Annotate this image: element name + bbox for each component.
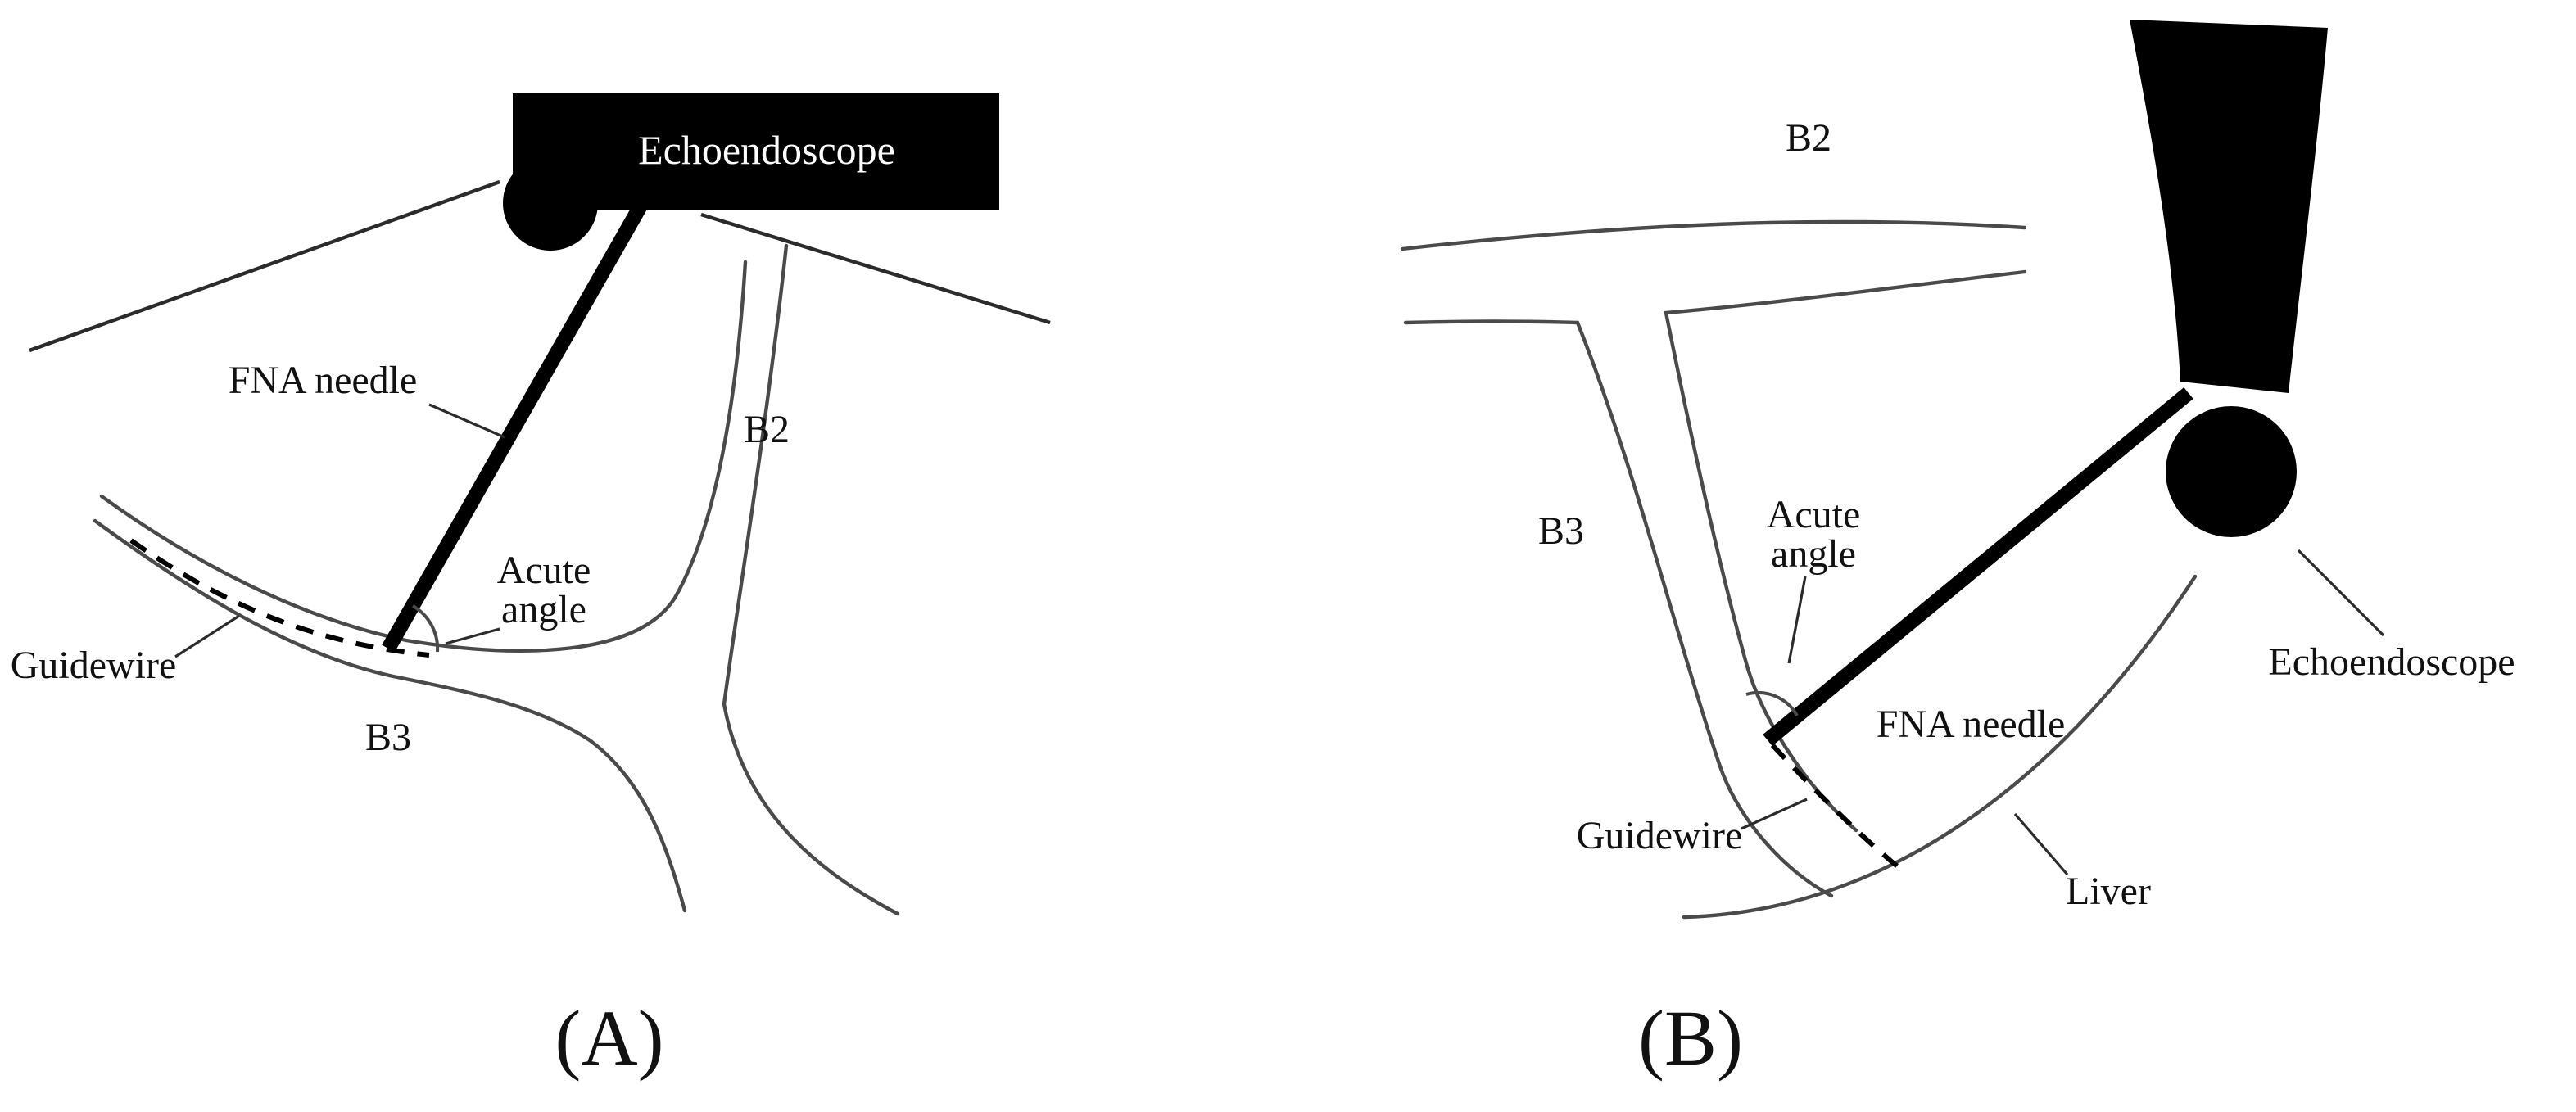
b2-upper-duct-wall-b: [1400, 219, 2027, 251]
liver-edge-line-b: [1682, 574, 2198, 920]
liver-leader-b: [2013, 812, 2069, 876]
tissue-wall-line-right-a: [700, 212, 1051, 325]
fna-needle-line-a: [382, 176, 662, 653]
tissue-wall-line-left-a: [29, 179, 500, 353]
b3-lower-duct-wall-a: [93, 518, 687, 913]
guidewire-leader-a: [174, 614, 240, 658]
b3-upper-b2-left-duct-wall-a: [99, 260, 748, 653]
acute-angle-label-line1-a: Acute: [497, 549, 591, 592]
echoendoscope-leader-b: [2297, 549, 2385, 637]
fna-needle-label-b: FNA needle: [1877, 703, 2066, 746]
acute-angle-label-line2-b: angle: [1771, 532, 1856, 576]
acute-angle-label-line1-b: Acute: [1767, 493, 1861, 536]
b2-label-a: B2: [744, 408, 790, 451]
panel-a-caption: (A): [555, 994, 663, 1082]
echoendoscope-label-b: Echoendoscope: [2268, 640, 2515, 684]
acute-angle-leader-b: [1787, 576, 1807, 664]
guidewire-dashed-line-a: [129, 538, 430, 658]
fna-needle-label-a: FNA needle: [229, 359, 418, 402]
guidewire-leader-b: [1741, 798, 1808, 830]
acute-angle-arc-a: [411, 604, 440, 653]
guidewire-label-a: Guidewire: [11, 644, 177, 687]
panel-b: B2 B3 Acute angle FNA needle Guidewire L…: [1400, 20, 2515, 1082]
acute-angle-arc-b: [1745, 691, 1799, 716]
b3-label-a: B3: [365, 716, 411, 759]
echoendoscope-tip-a: [503, 156, 598, 251]
b2-lower-b3-left-duct-wall-b: [1403, 319, 1834, 898]
fna-needle-line-b: [1763, 387, 2193, 746]
liver-label-b: Liver: [2066, 870, 2151, 913]
b2-right-duct-wall-a: [722, 243, 900, 916]
acute-angle-leader-a: [445, 627, 500, 645]
guidewire-dashed-line-b: [1770, 743, 1907, 875]
fna-needle-leader-a: [428, 403, 505, 439]
b3-label-b: B3: [1538, 509, 1584, 553]
acute-angle-label-line2-a: angle: [501, 588, 586, 631]
echoendoscope-label-a: Echoendoscope: [638, 127, 895, 173]
guidewire-label-b: Guidewire: [1577, 814, 1743, 857]
echoendoscope-tip-b: [2166, 406, 2297, 537]
echoendoscope-body-b: [2130, 20, 2328, 393]
b2-label-b: B2: [1786, 116, 1831, 160]
panel-a: Echoendoscope FNA needle Acute angle Gui…: [11, 93, 1051, 1082]
panel-b-caption: (B): [1638, 994, 1743, 1082]
